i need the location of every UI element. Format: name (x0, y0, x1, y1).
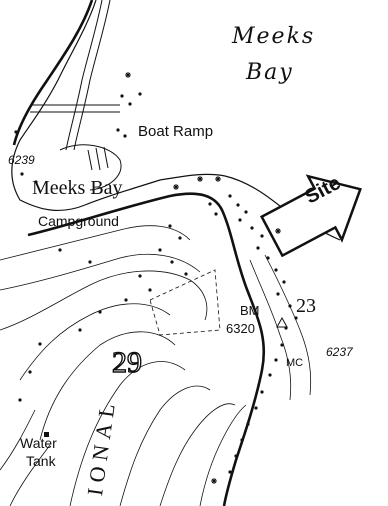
shore-road (65, 0, 103, 151)
water-tank-label-line2: Tank (26, 453, 56, 469)
site-arrow (260, 174, 362, 258)
camp-loop (59, 144, 122, 191)
contour-lines (0, 225, 312, 506)
benchmark-label-bm: BM (240, 303, 260, 318)
benchmark-label-elevation: 6320 (226, 321, 255, 336)
benchmark-marker (276, 316, 288, 328)
shore-road-2 (73, 0, 111, 151)
boat-ramp-label: Boat Ramp (138, 123, 214, 140)
section-number-23: 23 (296, 295, 316, 317)
highway-lower (27, 192, 266, 506)
water-tank-label-line1: Water (20, 435, 57, 451)
elevation-6239: 6239 (8, 153, 35, 167)
water-tank-marker (44, 432, 49, 437)
mc-label: MC (286, 357, 304, 369)
shoreline (11, 0, 341, 241)
section-line (149, 269, 221, 336)
lake-label-line2: Bay (246, 60, 294, 85)
structure-dots (14, 92, 298, 474)
campground-label: Campground (38, 213, 119, 229)
boat-ramp-lines (87, 146, 109, 171)
lake-label-line1: Meeks (232, 24, 316, 49)
elevation-6237: 6237 (326, 345, 353, 359)
star-markers (125, 72, 281, 484)
section-number-29: 29 (111, 346, 142, 379)
highway (12, 0, 94, 146)
place-meeks-bay: Meeks Bay (32, 177, 123, 199)
